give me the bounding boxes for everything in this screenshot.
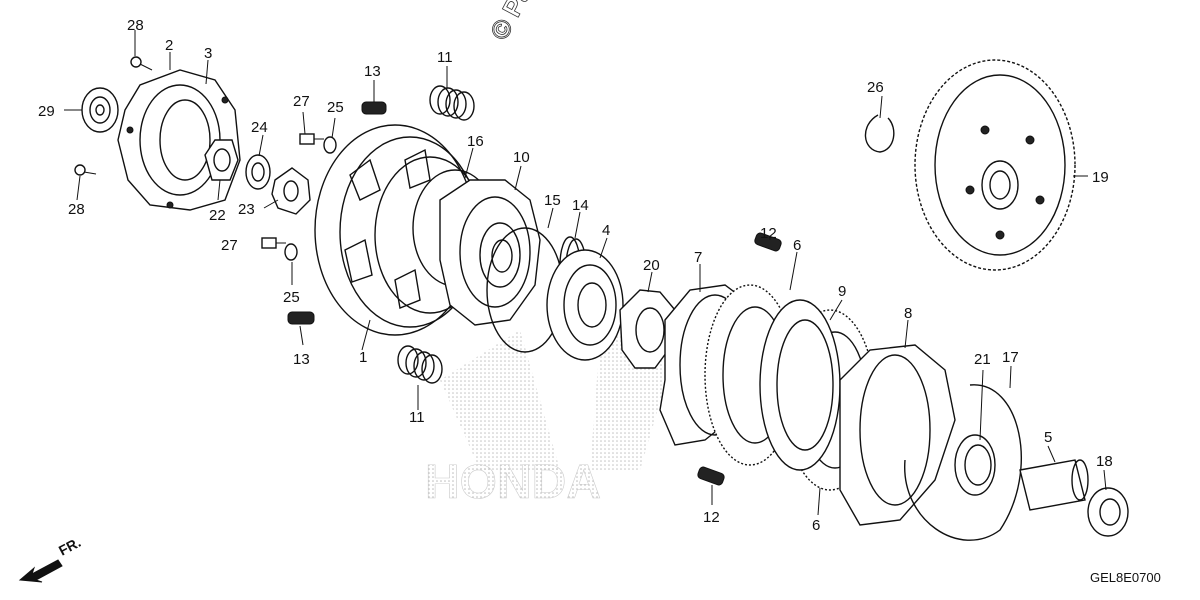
callout-28-top: 28 <box>127 17 144 34</box>
callout-4: 4 <box>602 222 610 239</box>
callout-22: 22 <box>209 207 226 224</box>
front-label: FR. <box>56 534 83 559</box>
callout-12-lower: 12 <box>703 509 720 526</box>
part-10-hub <box>439 179 541 326</box>
part-18-collar <box>1087 487 1129 537</box>
callout-6-lower: 6 <box>812 517 820 534</box>
part-24-washer <box>245 154 271 190</box>
callout-25-upper: 25 <box>327 99 344 116</box>
callout-11-upper: 11 <box>437 49 453 66</box>
callout-14: 14 <box>572 197 589 214</box>
callout-23: 23 <box>238 201 255 218</box>
part-27-bolts <box>261 133 324 249</box>
callout-27-lower: 27 <box>221 237 238 254</box>
part-19-primary-gear <box>914 59 1076 271</box>
part-28-screws <box>74 56 153 176</box>
callout-1: 1 <box>359 349 367 366</box>
callout-10: 10 <box>513 149 530 166</box>
callout-25-lower: 25 <box>283 289 300 306</box>
callout-12-upper: 12 <box>760 225 777 242</box>
part-23-lockwasher <box>271 167 311 215</box>
diagram-code: GEL8E0700 <box>1090 570 1161 585</box>
front-direction-indicator: FR. <box>18 534 83 583</box>
callout-9: 9 <box>838 283 846 300</box>
part-12-springs <box>697 232 782 486</box>
callout-2: 2 <box>165 37 173 54</box>
callout-17: 17 <box>1002 349 1019 366</box>
callout-19: 19 <box>1092 169 1109 186</box>
callout-15: 15 <box>544 192 561 209</box>
callout-26: 26 <box>867 79 884 96</box>
callout-27-upper: 27 <box>293 93 310 110</box>
part-26-circlip <box>864 114 895 153</box>
callout-6-upper: 6 <box>793 237 801 254</box>
part-8-plate <box>839 344 956 526</box>
callout-13-lower: 13 <box>293 351 310 368</box>
watermark-copyright: © Pa <box>484 0 538 45</box>
part-25-washers <box>284 136 337 261</box>
callout-21: 21 <box>974 351 991 368</box>
callout-7: 7 <box>694 249 702 266</box>
leader-lines <box>64 30 1107 516</box>
part-29-bearing <box>81 87 119 133</box>
part-4-oneway-clutch <box>546 249 624 361</box>
part-5-needle-bearing <box>1019 459 1089 511</box>
front-arrow-icon <box>18 559 63 583</box>
part-21-gear <box>954 434 996 496</box>
callout-13-upper: 13 <box>364 63 381 80</box>
callout-8: 8 <box>904 305 912 322</box>
part-11-springs <box>397 85 475 384</box>
callout-29: 29 <box>38 103 55 120</box>
callout-3: 3 <box>204 45 212 62</box>
watermark-brand: HONDA <box>425 456 601 509</box>
part-22-nut <box>204 139 239 181</box>
callout-28-bottom: 28 <box>68 201 85 218</box>
callout-24: 24 <box>251 119 268 136</box>
callout-5: 5 <box>1044 429 1052 446</box>
callout-20: 20 <box>643 257 660 274</box>
callout-11-lower: 11 <box>409 409 425 426</box>
callout-16: 16 <box>467 133 484 150</box>
part-17-circlip <box>904 384 1022 541</box>
part-9-plate <box>759 299 841 471</box>
callout-18: 18 <box>1096 453 1113 470</box>
